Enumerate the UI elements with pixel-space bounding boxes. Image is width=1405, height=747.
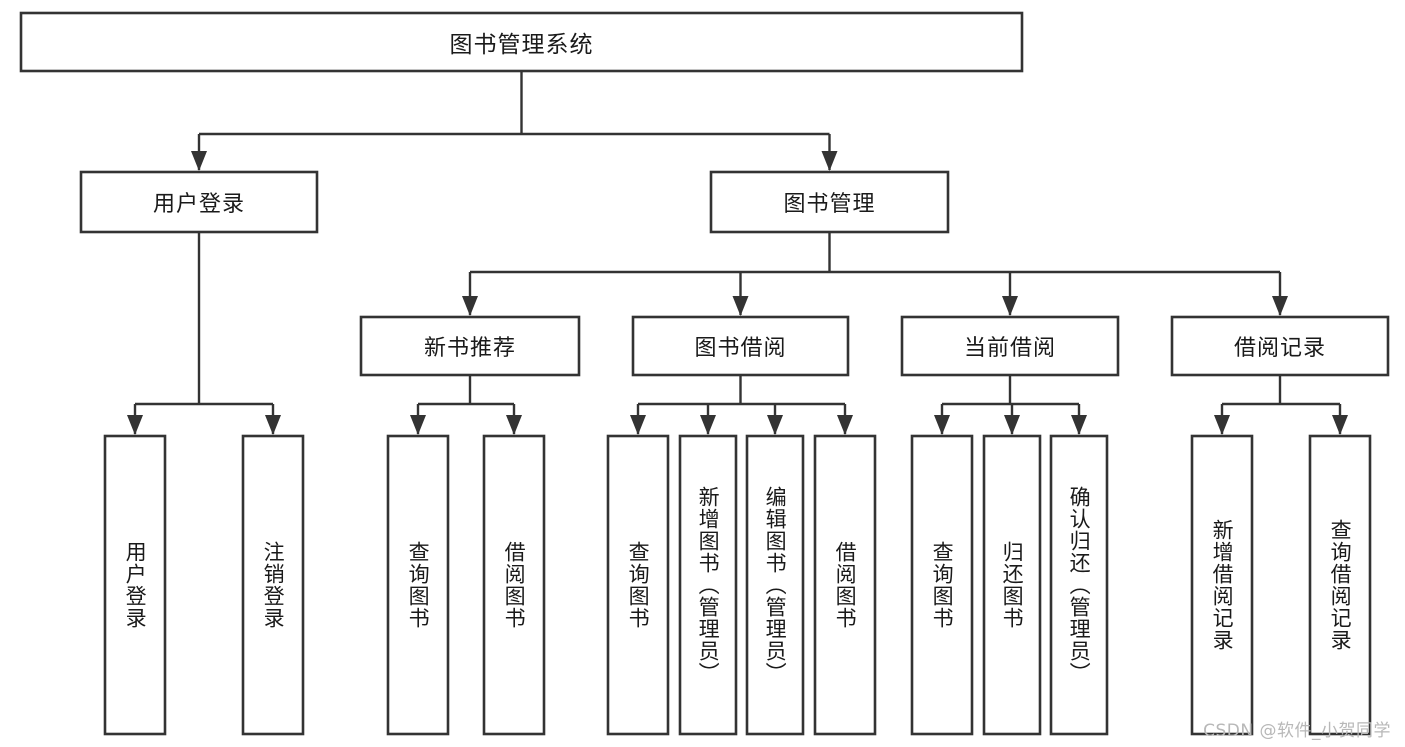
arrow-head-icon bbox=[1272, 296, 1288, 316]
node-box-leaf-user-login[interactable] bbox=[103, 434, 167, 736]
node-box-current-borrow[interactable] bbox=[900, 315, 1120, 377]
node-box-leaf-return-book[interactable] bbox=[982, 434, 1042, 736]
arrow-head-icon bbox=[1214, 415, 1230, 435]
node-box-book-management[interactable] bbox=[709, 170, 950, 234]
node-box-root[interactable] bbox=[19, 11, 1024, 73]
arrow-head-icon bbox=[767, 415, 783, 435]
node-box-leaf-add-book[interactable] bbox=[678, 434, 738, 736]
arrow-head-icon bbox=[821, 151, 838, 171]
arrow-head-icon bbox=[837, 415, 853, 435]
arrow-head-icon bbox=[462, 296, 478, 316]
arrow-head-icon bbox=[410, 415, 426, 435]
arrow-head-icon bbox=[1071, 415, 1087, 435]
arrow-head-icon bbox=[732, 296, 749, 316]
arrow-head-icon bbox=[127, 415, 143, 435]
box-layer bbox=[19, 11, 1390, 736]
node-box-leaf-query-book-current[interactable] bbox=[910, 434, 974, 736]
arrow-head-icon bbox=[191, 151, 207, 171]
node-box-leaf-confirm-return[interactable] bbox=[1049, 434, 1109, 736]
node-box-user-login[interactable] bbox=[79, 170, 319, 234]
arrow-head-icon bbox=[265, 415, 281, 435]
arrow-head-icon bbox=[1332, 415, 1348, 435]
node-box-book-borrow[interactable] bbox=[631, 315, 850, 377]
arrow-head-icon bbox=[630, 415, 646, 435]
node-box-new-book-recommend[interactable] bbox=[359, 315, 581, 377]
node-box-leaf-add-borrow-record[interactable] bbox=[1190, 434, 1254, 736]
node-box-borrow-record[interactable] bbox=[1170, 315, 1390, 377]
arrow-head-icon bbox=[506, 415, 522, 435]
node-box-leaf-edit-book[interactable] bbox=[745, 434, 805, 736]
node-box-leaf-query-book-recommend[interactable] bbox=[386, 434, 450, 736]
arrow-head-icon bbox=[1002, 296, 1018, 316]
node-box-leaf-borrow-book-recommend[interactable] bbox=[482, 434, 546, 736]
node-box-leaf-logout[interactable] bbox=[241, 434, 305, 736]
node-box-leaf-query-borrow-record[interactable] bbox=[1308, 434, 1372, 736]
node-box-leaf-borrow-book[interactable] bbox=[813, 434, 877, 736]
connector-layer bbox=[127, 71, 1348, 435]
node-box-leaf-query-book-borrow[interactable] bbox=[606, 434, 670, 736]
arrow-head-icon bbox=[934, 415, 950, 435]
arrow-head-icon bbox=[1004, 415, 1020, 435]
arrow-head-icon bbox=[700, 415, 716, 435]
